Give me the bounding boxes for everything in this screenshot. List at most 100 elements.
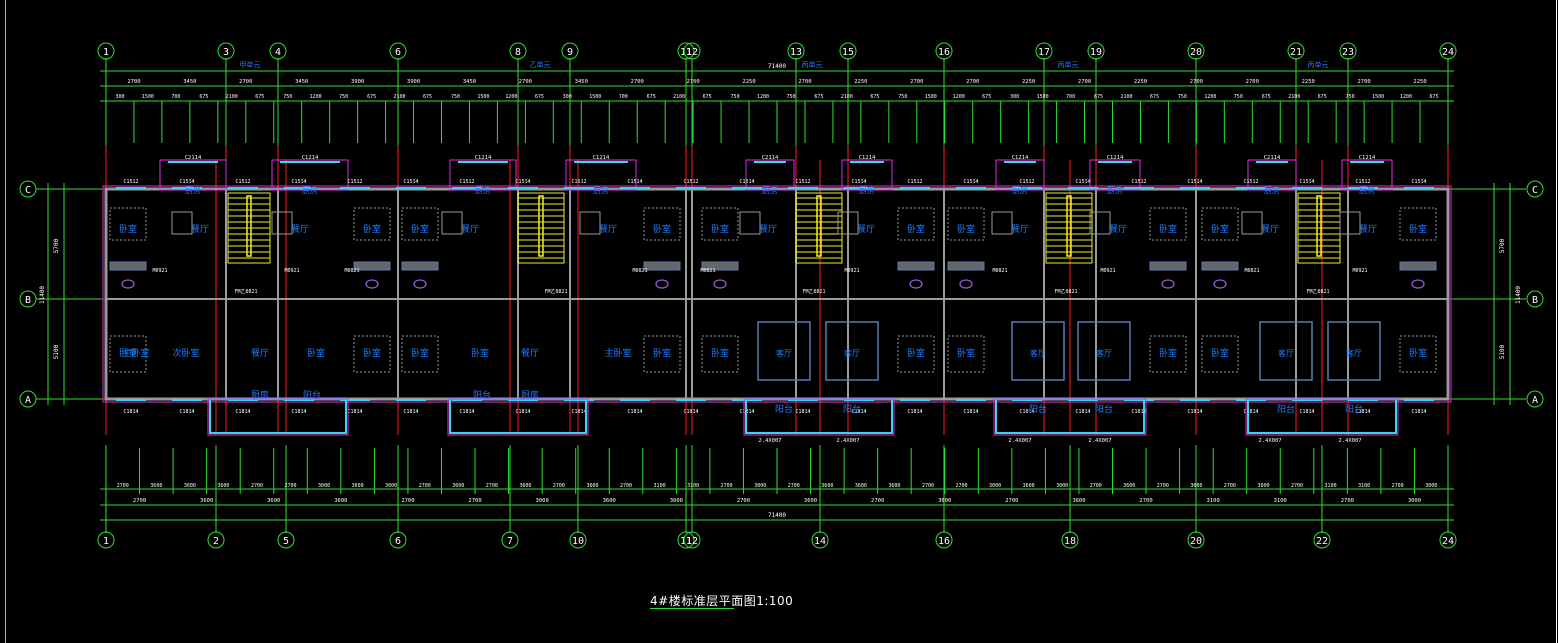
window-tag-south: C1814 (851, 409, 866, 415)
viewport-border-right (1556, 0, 1557, 643)
bottom-dim-row1-text: 3000 (1425, 483, 1437, 489)
axis-bottom-12-circle (683, 531, 701, 549)
top-dim-row2-text: 1200 (310, 94, 322, 100)
top-dim-row1-text: 3900 (351, 79, 364, 85)
axis-left-B-label: B (25, 295, 31, 306)
room-label-bedroom: 卧室 (471, 347, 489, 359)
axis-top-6-circle (389, 42, 407, 60)
dining-table (1089, 211, 1111, 235)
room-label-kitchen: 厨房 (762, 185, 778, 195)
room-label-kitchen: 厨房 (475, 185, 491, 195)
axis-bottom-20-circle (1187, 531, 1205, 549)
dining-table (579, 211, 601, 235)
room-label-dining: 餐厅 (461, 223, 479, 235)
room-label-kitchen: 厨房 (185, 185, 201, 195)
bed-furniture (643, 207, 681, 241)
vanity-fixture (1399, 261, 1437, 271)
bottom-dim-row1-text: 2700 (285, 483, 297, 489)
window-tag-south: C1814 (123, 409, 138, 415)
room-label-kitchen: 厨房 (1359, 185, 1375, 195)
top-dim-row2-text: 1200 (1400, 94, 1412, 100)
door-tag: M0921 (152, 268, 167, 274)
room-label-bedroom: 卧室 (957, 347, 975, 359)
window-tag-north: C1514 (1299, 179, 1314, 185)
axis-bottom-11-circle (677, 531, 695, 549)
window-tag-north: C1514 (851, 179, 866, 185)
side-dim-upper-right: 5700 (1499, 238, 1506, 253)
side-dim-lower: 5100 (53, 344, 60, 359)
bottom-dim-row1-text: 3600 (586, 483, 598, 489)
bottom-dim-row1-text: 2700 (1291, 483, 1303, 489)
toilet-fixture (1213, 279, 1227, 289)
top-dim-row2-text: 2100 (394, 94, 406, 100)
unit-3-label: 丙单元 (802, 60, 823, 69)
room-label-balcony: 阳台 (303, 389, 321, 401)
room-label-dining: 餐厅 (191, 223, 209, 235)
top-dim-row2-text: 750 (1234, 94, 1243, 100)
window-tag-north: C1512 (1355, 179, 1370, 185)
stair (1045, 192, 1093, 264)
room-label-balcony: 阳台 (1277, 403, 1295, 415)
door-tag: M0921 (284, 268, 299, 274)
window-tag-south: C1814 (1411, 409, 1426, 415)
top-dim-row2-text: 675 (870, 94, 879, 100)
top-dim-row1-text: 2700 (910, 79, 923, 85)
top-dim-row2-text: 675 (1094, 94, 1103, 100)
axis-top-21-label: 21 (1290, 47, 1302, 58)
axis-bottom-18-circle (1061, 531, 1079, 549)
bed-furniture (401, 207, 439, 241)
room-label-dining: 餐厅 (1109, 223, 1127, 235)
bottom-dim-row1-text: 3600 (855, 483, 867, 489)
unit-4-label: 丙单元 (1058, 60, 1079, 69)
axis-bottom-2-circle (207, 531, 225, 549)
top-dim-row2-text: 1200 (953, 94, 965, 100)
bottom-dim-row2-text: 2700 (401, 498, 414, 504)
room-label-dining: 餐厅 (1011, 223, 1029, 235)
bottom-dim-row1-text: 3600 (352, 483, 364, 489)
top-dim-row1-text: 2700 (1358, 79, 1371, 85)
bottom-dim-row2-text: 2700 (1341, 498, 1354, 504)
top-dim-row2-text: 2100 (841, 94, 853, 100)
top-dim-row1-text: 2700 (1078, 79, 1091, 85)
window-tag: C1214 (1107, 155, 1124, 161)
room-label-bedroom: 卧室 (711, 347, 729, 359)
room-label-bedroom: 卧室 (411, 223, 429, 235)
room-label-bedroom: 卧室 (119, 347, 137, 359)
window-tag-north: C1514 (1075, 179, 1090, 185)
living-room-sofa-set (825, 321, 879, 381)
stair-handrail (538, 195, 544, 257)
balcony-window-tag: 2.4X007 (758, 438, 781, 444)
balcony-outline (447, 398, 589, 436)
bottom-dim-row1-text: 3600 (519, 483, 531, 489)
toilet-fixture (365, 279, 379, 289)
window-tag-north: C1512 (347, 179, 362, 185)
top-dim-row1-text: 2700 (1246, 79, 1259, 85)
room-label-bedroom: 卧室 (411, 347, 429, 359)
door-tag-fire: FM乙0821 (544, 288, 567, 295)
dining-table (271, 211, 293, 235)
window-tag-north: C1514 (403, 179, 418, 185)
window-tag-south: C1814 (347, 409, 362, 415)
bottom-dim-row1-text: 2700 (486, 483, 498, 489)
axis-bottom-10-circle (569, 531, 587, 549)
door-tag: M0821 (344, 268, 359, 274)
bottom-dim-total-text: 71400 (768, 512, 786, 519)
stair-handrail (246, 195, 252, 257)
window-tag-north: C1512 (683, 179, 698, 185)
room-label-kitchen: 厨房 (521, 389, 539, 401)
top-dim-row2-text: 675 (1262, 94, 1271, 100)
room-label-bedroom: 卧室 (1211, 223, 1229, 235)
axis-bottom-7-label: 7 (507, 536, 513, 547)
door-tag-fire: FM乙0821 (234, 288, 257, 295)
window-tag-north: C1512 (795, 179, 810, 185)
bed-furniture (701, 335, 739, 373)
stair (517, 192, 565, 264)
top-dim-row2-text: 1200 (1204, 94, 1216, 100)
top-dim-row2-text: 1500 (1037, 94, 1049, 100)
axis-top-8-circle (509, 42, 527, 60)
axis-bottom-5-circle (277, 531, 295, 549)
room-label-bedroom: 卧室 (711, 223, 729, 235)
bottom-dim-row2-text: 3000 (670, 498, 683, 504)
north-bay-outline (1089, 159, 1141, 191)
